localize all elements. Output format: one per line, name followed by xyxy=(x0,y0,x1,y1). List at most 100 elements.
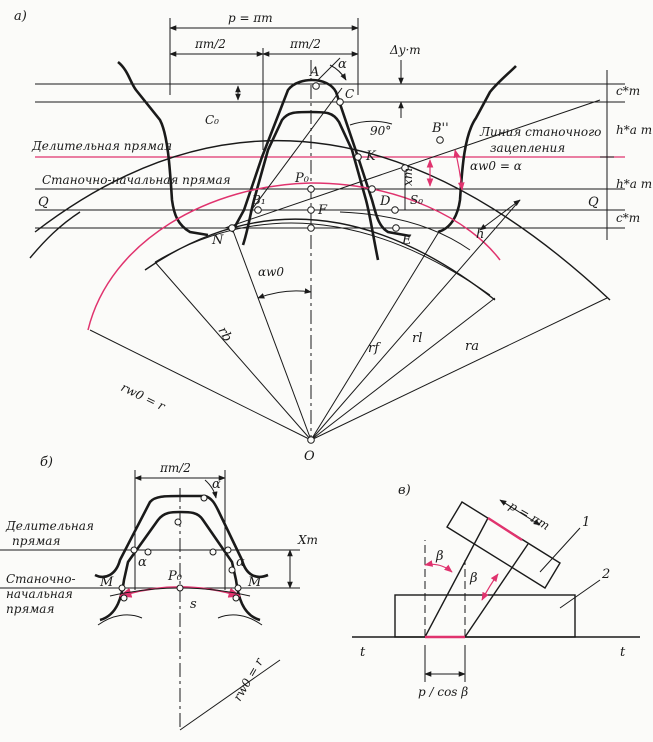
point-F2 xyxy=(307,224,315,232)
b-point-M-right xyxy=(234,584,242,592)
label-rb: rb xyxy=(215,325,235,345)
b-point-4 xyxy=(224,546,232,554)
b-label-machine-1: Станочно- xyxy=(6,572,76,586)
label-alpha-w0: αw0 xyxy=(258,265,284,279)
b-label-machine-3: прямая xyxy=(6,602,54,616)
dim-stack-ticks xyxy=(600,83,614,229)
angle-alpha-w0-eq xyxy=(453,149,465,191)
point-S0 xyxy=(401,164,409,172)
label-rw0: rw0 = r xyxy=(119,380,169,414)
v-beta-arc-2 xyxy=(481,573,499,601)
v-label-part: в) xyxy=(398,483,411,498)
label-c0: C₀ xyxy=(205,113,219,127)
point-B1 xyxy=(254,206,262,214)
v-label-t-left: t xyxy=(360,645,366,660)
v-label-2: 2 xyxy=(601,567,610,582)
radius-rf xyxy=(310,199,521,441)
b-point-2 xyxy=(144,548,152,556)
label-90: 90° xyxy=(370,124,391,138)
angle-alpha-top xyxy=(329,64,347,81)
point-C xyxy=(336,98,344,106)
b-point-7 xyxy=(120,594,128,602)
angle-90 xyxy=(349,120,393,126)
b-point-1 xyxy=(130,546,138,554)
label-half-right: πm/2 xyxy=(289,37,321,51)
normal-line xyxy=(249,87,343,213)
label-pitch-line: Делительная прямая xyxy=(31,139,172,153)
v-leader-2 xyxy=(559,579,601,609)
label-B2: B'' xyxy=(431,121,449,136)
point-E xyxy=(392,224,400,232)
radius-E xyxy=(310,229,441,441)
b-fillet-left xyxy=(97,614,143,626)
label-S0: S₀ xyxy=(410,193,423,207)
label-N: N xyxy=(211,233,224,248)
label-c-star-top: c*m xyxy=(616,84,640,98)
v-beta-arc-1 xyxy=(424,560,453,573)
b-label-xm: Xm xyxy=(297,533,318,547)
v-slant-1 xyxy=(424,517,489,638)
point-N xyxy=(228,224,236,232)
radius-rb xyxy=(154,261,312,441)
b-label-P0: P₀ xyxy=(167,569,183,584)
radius-N xyxy=(231,227,312,441)
figure-a: а) p = πm πm/2 πm/2 Δy·m α C₀ A C 90° K … xyxy=(14,9,652,464)
tip-circle xyxy=(34,140,611,301)
b-label-part: б) xyxy=(40,455,53,470)
point-A xyxy=(312,82,320,90)
b-point-8 xyxy=(232,594,240,602)
v-label-1: 1 xyxy=(582,515,590,530)
label-c-star-bottom: c*m xyxy=(616,211,640,225)
b-point-5 xyxy=(174,518,182,526)
v-leader-1 xyxy=(539,527,581,573)
b-fillet-right xyxy=(217,614,263,626)
v-label-t-right: t xyxy=(620,645,626,660)
b-point-9 xyxy=(228,566,236,574)
label-ra: ra xyxy=(465,339,479,354)
label-ha-upper: h*a m xyxy=(616,123,652,137)
pitch-circle-r xyxy=(87,182,501,331)
label-meshing-2: зацепления xyxy=(490,141,565,155)
b-label-alpha: α xyxy=(212,477,221,492)
line-of-action xyxy=(224,99,601,229)
label-half-left: πm/2 xyxy=(194,37,226,51)
v-rack-1 xyxy=(446,501,561,589)
label-O: O xyxy=(304,449,315,464)
b-label-machine-2: начальная xyxy=(6,587,73,601)
b-label-s: s xyxy=(190,597,197,612)
label-h: h xyxy=(476,227,484,242)
label-D: D xyxy=(379,194,391,209)
rack-tooth-profile xyxy=(117,60,517,238)
figure-v: в) p = πm β β 1 2 t t p / cos β xyxy=(352,483,640,699)
b-radius xyxy=(179,659,281,731)
b-label-pitch-2: прямая xyxy=(12,534,60,548)
radius-ra xyxy=(310,297,608,441)
base-circle xyxy=(154,222,491,296)
b-point-M-left xyxy=(118,584,126,592)
label-E: E xyxy=(401,233,412,248)
figure-b: б) πm/2 α Делительная прямая Станочно- н… xyxy=(0,455,318,731)
label-xm: xm xyxy=(401,168,415,186)
angle-alpha-w0 xyxy=(257,288,312,299)
b-point-3 xyxy=(209,548,217,556)
point-K xyxy=(354,153,362,161)
label-part-a: а) xyxy=(14,9,27,24)
v-label-beta-1: β xyxy=(435,549,444,564)
label-alpha-w0-eq: αw0 = α xyxy=(470,159,522,173)
point-D xyxy=(368,185,376,193)
label-rf: rf xyxy=(368,341,381,356)
label-Q-left: Q xyxy=(38,195,49,210)
b-label-half: πm/2 xyxy=(159,461,191,475)
radius-rl xyxy=(310,297,496,441)
v-label-pcos: p / cos β xyxy=(418,685,468,699)
label-F: F xyxy=(317,203,328,218)
label-K: K xyxy=(365,149,377,164)
point-F xyxy=(307,206,315,214)
label-alpha-top: α xyxy=(338,57,347,72)
label-meshing-1: Линия станочного xyxy=(479,125,601,139)
b-label-rw0: rw0 = r xyxy=(230,655,266,704)
v-dim-p xyxy=(499,499,541,526)
alpha-guide xyxy=(317,57,341,81)
point-O xyxy=(307,436,315,444)
